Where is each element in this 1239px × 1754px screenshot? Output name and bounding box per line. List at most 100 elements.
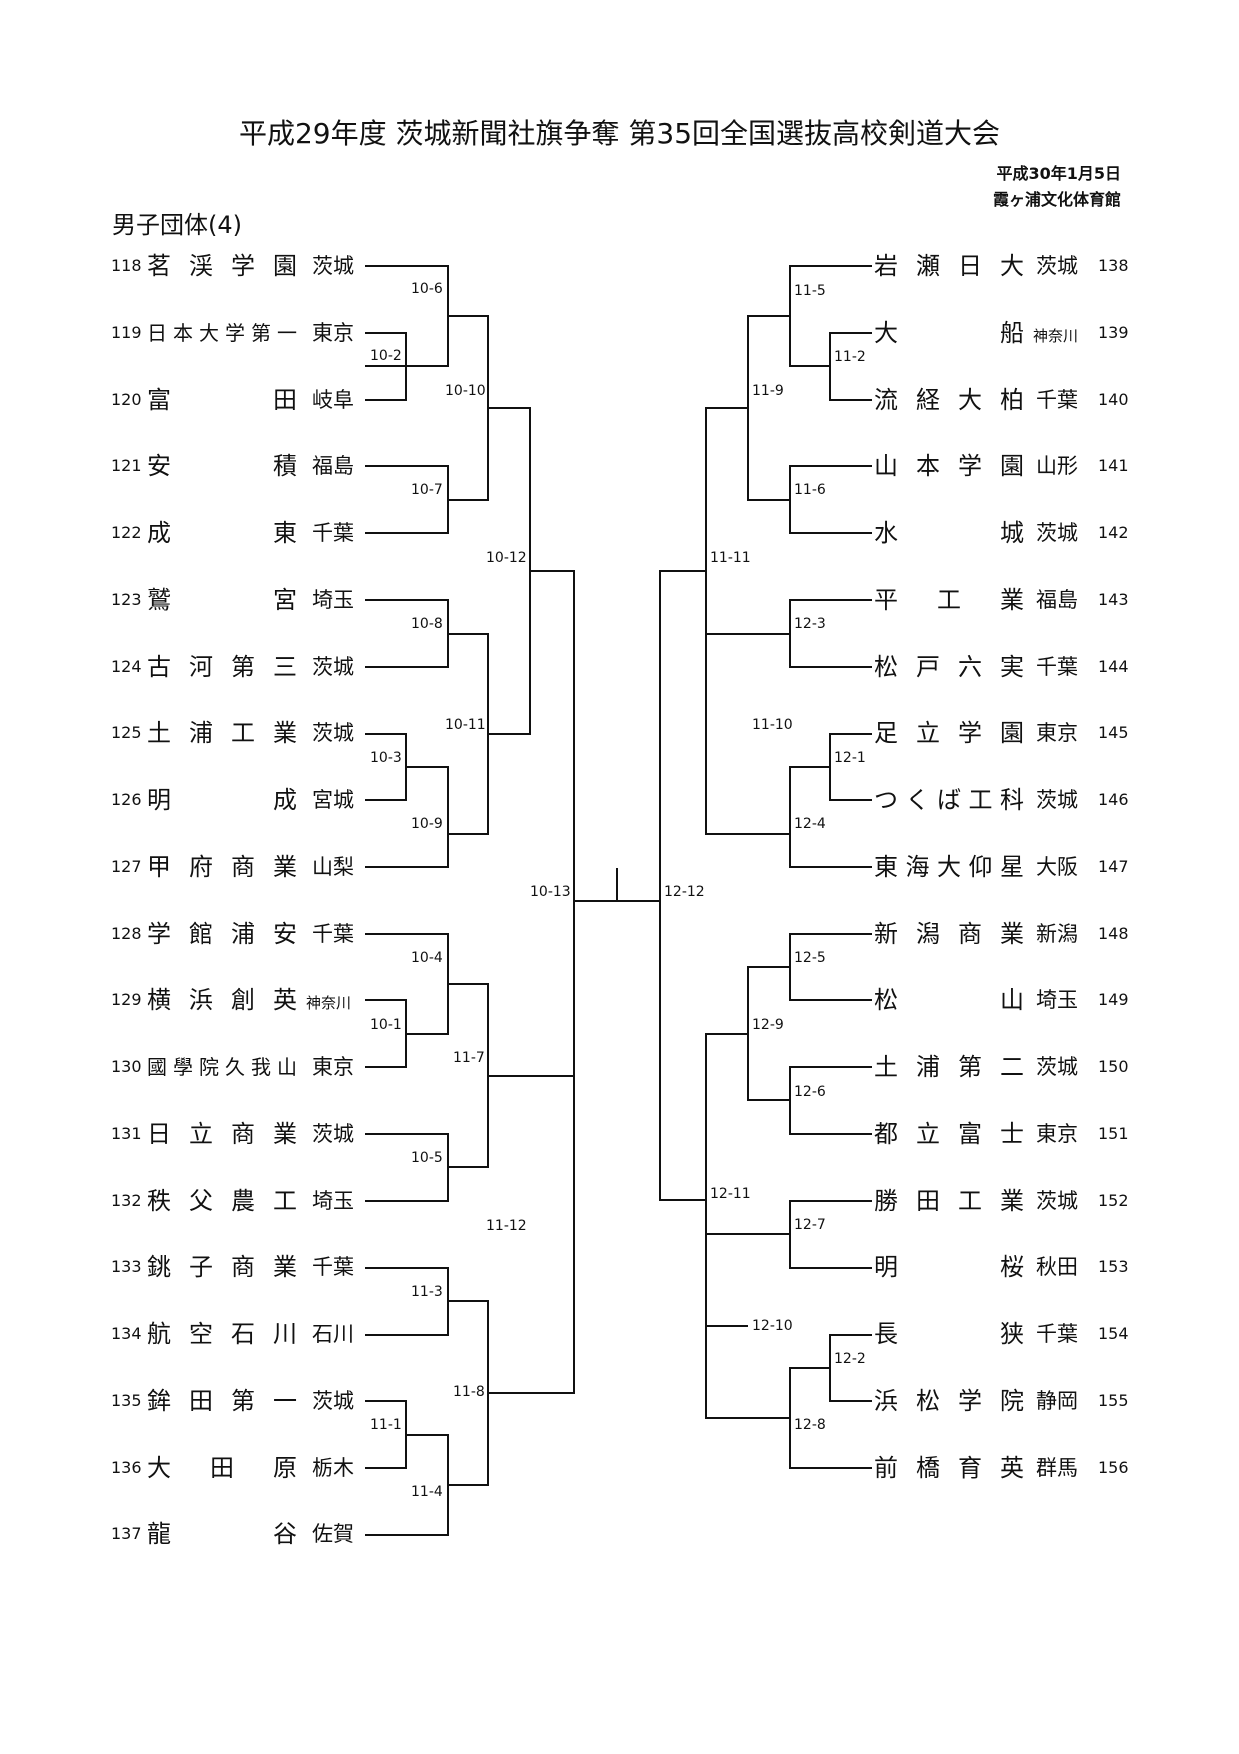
match-label: 12-5 [794,950,826,966]
match-label: 11-6 [794,482,826,498]
team-name: 鉾田第一 [147,1386,297,1416]
name-char: 松 [916,1386,940,1415]
match-label: 11-2 [834,349,866,365]
name-char: 六 [958,652,982,681]
team-name: 成東 [147,518,297,548]
name-char: 船 [1000,318,1024,347]
team-row: 142 水城茨城 [0,518,1239,548]
team-number: 136 [111,1457,142,1477]
team-prefecture: 東京 [312,1055,354,1079]
team-prefecture: 石川 [312,1322,354,1346]
match-label: 11-9 [752,383,784,399]
team-prefecture: 千葉 [1036,387,1078,412]
team-name: 水城 [874,518,1024,548]
name-char: 我 [251,1055,271,1079]
name-char: 河 [189,652,213,681]
name-char: 田 [189,1386,213,1415]
match-label: 10-1 [370,1017,402,1033]
name-char: 商 [231,852,255,881]
team-prefecture: 茨城 [312,254,354,278]
name-char: 新 [874,919,898,948]
section-heading: 男子団体(4) [112,211,242,239]
team-number: 151 [1098,1123,1129,1143]
team-name: 日立商業 [147,1119,297,1149]
team-number: 150 [1098,1057,1129,1076]
bracket-12-11 [705,1033,748,1327]
name-char: 土 [874,1053,898,1081]
team-prefecture: 茨城 [1036,521,1078,545]
name-char: 大 [874,318,898,347]
name-char: 久 [225,1055,245,1079]
team-number: 147 [1098,856,1129,876]
team-name: 航空石川 [147,1319,297,1349]
name-char: 三 [273,652,297,681]
name-char: 山 [277,1055,297,1079]
team-name: 平工業 [874,585,1024,615]
team-number: 124 [111,656,142,676]
name-char: 宮 [273,585,297,614]
team-prefecture: 東京 [1036,721,1078,746]
name-char: 園 [1000,719,1024,748]
team-prefecture: 宮城 [312,788,354,812]
name-char: ば [937,786,961,814]
name-char: 富 [958,1119,982,1148]
name-char: 大 [958,385,982,414]
name-char: 商 [231,1119,255,1148]
match-label: 10-2 [370,348,402,364]
team-prefecture: 茨城 [1036,1188,1078,1213]
match-label: 11-10 [752,717,793,733]
name-char: 田 [210,1453,234,1482]
name-char: 銚 [147,1253,171,1282]
match-label: 10-4 [411,950,443,966]
name-char: 勝 [874,1186,898,1215]
team-prefecture: 山形 [1036,454,1078,479]
match-label: 12-12 [664,884,705,900]
team-prefecture: 千葉 [312,1255,354,1280]
match-label: 12-10 [752,1318,793,1334]
bracket-11-2 [829,332,872,401]
name-char: 安 [147,452,171,481]
name-char: 一 [273,1386,297,1415]
name-char: 狭 [1000,1320,1024,1348]
name-char: 都 [874,1119,898,1148]
name-char: 古 [147,652,171,681]
name-char: 原 [273,1453,297,1482]
name-char: 学 [958,1386,982,1415]
team-prefecture: 埼玉 [1036,988,1078,1013]
team-prefecture: 茨城 [1036,254,1078,278]
match-label: 10-11 [445,717,486,733]
team-number: 118 [111,256,142,275]
name-char: 子 [189,1253,213,1282]
team-number: 142 [1098,523,1129,542]
match-label: 11-3 [411,1284,443,1300]
team-name: 明成 [147,785,297,815]
name-char: 学 [958,719,982,748]
team-name: 茗渓学園 [147,251,297,281]
name-char: 業 [1000,1186,1024,1215]
team-number: 155 [1098,1390,1129,1410]
team-number: 128 [111,923,142,943]
team-number: 134 [111,1324,142,1343]
name-char: 業 [273,719,297,748]
team-number: 120 [111,389,142,409]
name-char: 園 [273,252,297,280]
match-label: 10-8 [411,616,443,632]
name-char: 城 [1000,519,1024,547]
name-char: 秩 [147,1186,171,1215]
name-char: 浜 [189,986,213,1015]
bracket-11-11 [705,407,748,734]
team-number: 146 [1098,790,1129,809]
match-label: 12-1 [834,750,866,766]
name-char: 学 [958,452,982,481]
team-name: 長狭 [874,1319,1024,1349]
bracket-final [574,868,660,902]
